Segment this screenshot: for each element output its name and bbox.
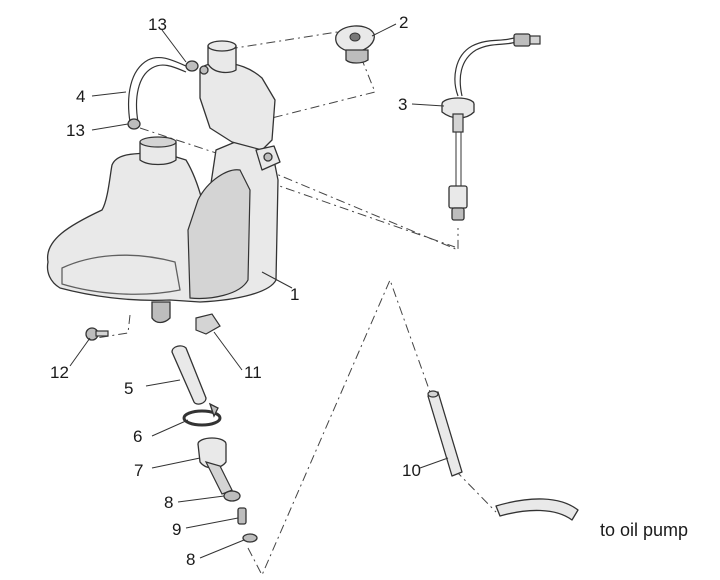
hose-part-10 xyxy=(427,390,579,521)
callout-12: 12 xyxy=(50,363,69,382)
screw-part-12 xyxy=(85,327,109,341)
to-oil-pump-annotation: to oil pump xyxy=(600,520,689,540)
callout-2: 2 xyxy=(399,13,409,32)
callout-13-upper: 13 xyxy=(148,15,167,34)
callout-9: 9 xyxy=(172,520,182,539)
callout-4: 4 xyxy=(76,87,86,106)
callout-11: 11 xyxy=(244,363,262,382)
level-sensor-part-3 xyxy=(441,33,541,221)
nut-part-11 xyxy=(195,313,221,335)
washer-part-8 xyxy=(223,490,258,543)
filter-fitting-part-7 xyxy=(197,437,233,495)
hose-part-5 xyxy=(171,345,207,405)
callout-13-lower: 13 xyxy=(66,121,85,140)
breather-hose-part-4 xyxy=(127,56,209,130)
drain-screw-part-9 xyxy=(237,507,247,525)
callout-5: 5 xyxy=(124,379,134,398)
filler-cap-part-2 xyxy=(335,25,375,64)
callout-7: 7 xyxy=(134,461,144,480)
callout-8-upper: 8 xyxy=(164,493,174,512)
callout-8-lower: 8 xyxy=(186,550,196,569)
callout-10: 10 xyxy=(402,461,421,480)
callout-6: 6 xyxy=(133,427,143,446)
callout-3: 3 xyxy=(398,95,408,114)
clamp-part-6 xyxy=(182,402,222,427)
oil-tank-part-1 xyxy=(46,40,281,324)
callout-leaders xyxy=(69,23,449,559)
callout-1: 1 xyxy=(290,285,300,304)
